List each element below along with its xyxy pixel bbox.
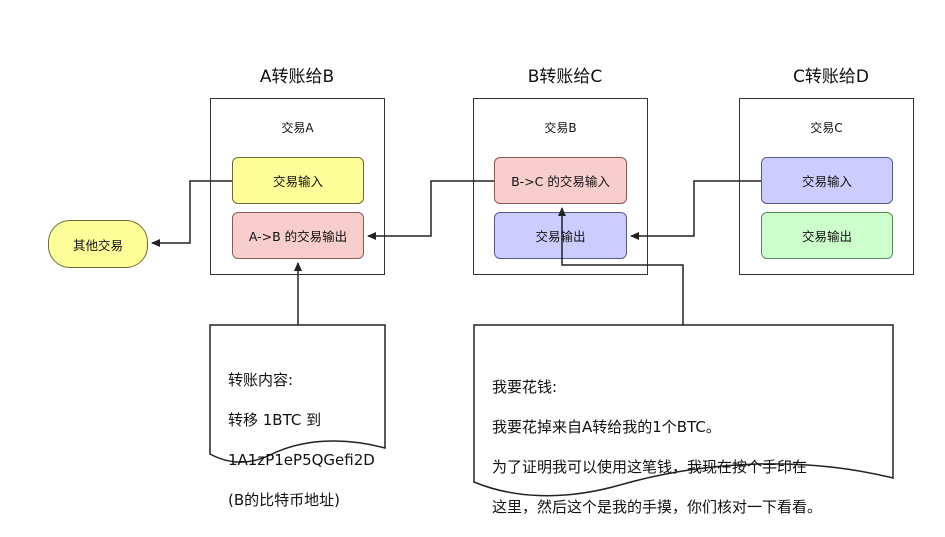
transaction-a-output: A->B 的交易输出	[232, 212, 364, 259]
transfer-note-line-2: 转移 1BTC 到	[228, 411, 322, 429]
transaction-b-label: 交易B	[544, 121, 577, 135]
arrow-b-input-to-a-output	[367, 180, 494, 240]
spend-note-line-4: 这里，然后这个是我的手摸，你们核对一下看看。	[492, 498, 823, 516]
spend-note-text: 我要花钱: 我要花掉来自A转给我的1个BTC。 为了证明我可以使用这笔钱，我现在…	[492, 357, 822, 537]
title-c-to-d: C转账给D	[793, 67, 869, 87]
transaction-a-input: 交易输入	[232, 157, 364, 204]
spend-note-shape	[473, 324, 894, 497]
transaction-c-input: 交易输入	[761, 157, 893, 204]
transfer-note-line-4: (B的比特币地址)	[228, 491, 340, 509]
arrow-note-to-b-input	[558, 207, 684, 325]
other-transactions-node: 其他交易	[48, 220, 148, 268]
spend-note-line-1: 我要花钱:	[492, 378, 558, 396]
transfer-note-line-3: 1A1zP1eP5QGefi2D	[228, 451, 375, 469]
transfer-note-text: 转账内容: 转移 1BTC 到 1A1zP1eP5QGefi2D (B的比特币地…	[228, 350, 375, 530]
title-a-to-b: A转账给B	[259, 67, 335, 87]
transfer-note-shape	[209, 324, 386, 463]
transaction-b-input: B->C 的交易输入	[494, 157, 627, 204]
title-b-to-c: B转账给C	[527, 67, 603, 87]
transfer-note-line-1: 转账内容:	[228, 371, 294, 389]
arrow-a-input-to-other	[151, 180, 232, 247]
transaction-a-label: 交易A	[281, 121, 314, 135]
transaction-c-output: 交易输出	[761, 212, 893, 259]
transaction-c-label: 交易C	[810, 121, 843, 135]
spend-note-line-3: 为了证明我可以使用这笔钱，我现在按个手印在	[492, 458, 808, 476]
transaction-b-output: 交易输出	[494, 212, 627, 259]
arrow-c-input-to-b-output	[630, 180, 761, 240]
spend-note-line-2: 我要花掉来自A转给我的1个BTC。	[492, 418, 721, 436]
